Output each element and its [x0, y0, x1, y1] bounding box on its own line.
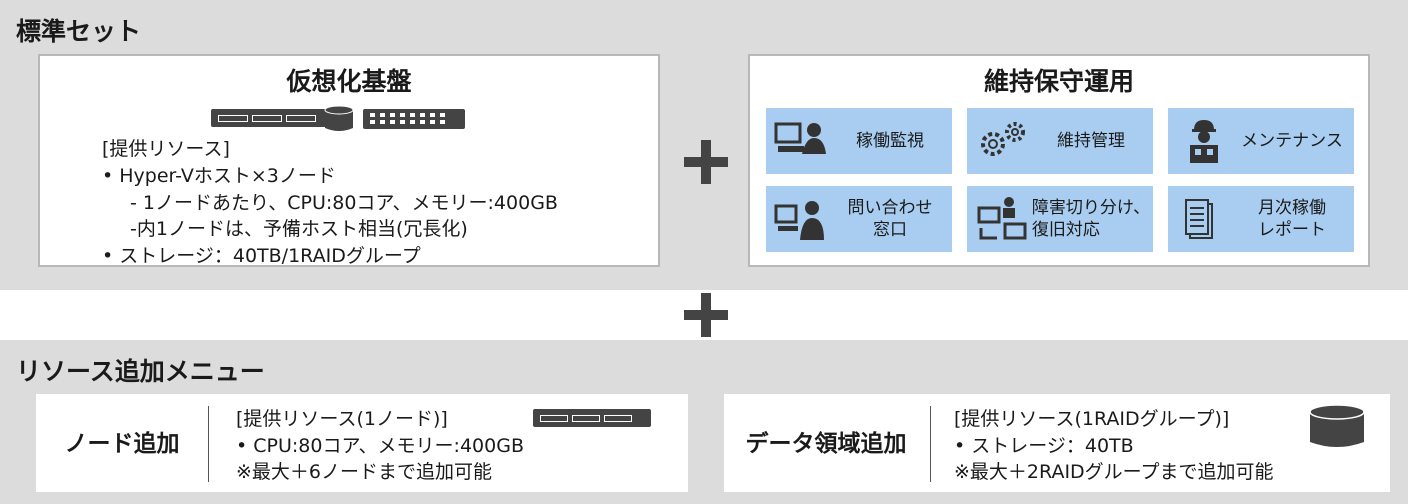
tile-monitoring: 稼働監視 — [766, 108, 952, 174]
per-node-spec-line: - 1ノードあたり、CPU:80コア、メモリー:400GB — [130, 192, 558, 214]
data-resource-header: [提供リソース(1RAIDグループ)] — [954, 408, 1230, 430]
resource-menu-title: リソース追加メニュー — [16, 357, 265, 386]
tile-label: メンテナンス — [1241, 131, 1343, 151]
standard-set-title: 標準セット — [16, 17, 142, 46]
monitoring-operator-icon — [774, 122, 826, 154]
operations-box: 維持保守運用 稼働監視 維持管理 メンテナンス — [748, 54, 1370, 267]
tile-label: 維持管理 — [1057, 131, 1125, 151]
data-add-box: データ領域追加 [提供リソース(1RAIDグループ)] • ストレージ：40TB… — [724, 394, 1390, 492]
storage-drum-icon — [1309, 404, 1365, 447]
divider — [208, 406, 209, 482]
maintenance-worker-icon — [1190, 120, 1218, 163]
node-add-title: ノード追加 — [64, 431, 180, 457]
data-add-title: データ領域追加 — [745, 431, 907, 457]
tile-monthly-report: 月次稼働 レポート — [1168, 186, 1354, 252]
tile-troubleshooting: 障害切り分け、 復旧対応 — [967, 186, 1153, 252]
spare-node-line: -内1ノードは、予備ホスト相当(冗長化) — [130, 218, 468, 240]
operations-title: 維持保守運用 — [983, 67, 1134, 96]
virtualization-title: 仮想化基盤 — [286, 67, 412, 96]
divider — [930, 406, 931, 482]
node-resource-header: [提供リソース(1ノード)] — [236, 408, 448, 430]
storage-line: • ストレージ：40TB/1RAIDグループ — [102, 245, 421, 267]
tile-label: 障害切り分け、 復旧対応 — [1031, 198, 1151, 240]
data-limit-note: ※最大＋2RAIDグループまで追加可能 — [954, 461, 1274, 483]
tile-label: 問い合わせ 窓口 — [847, 198, 933, 240]
helpdesk-operator-icon — [774, 201, 824, 240]
node-limit-note: ※最大＋6ノードまで追加可能 — [236, 461, 493, 483]
virtualization-box: 仮想化基盤 [提供リソース] • Hyper-Vホスト×3ノード - 1ノードあ… — [38, 54, 660, 267]
storage-drum-icon — [324, 105, 354, 131]
report-documents-icon — [1185, 199, 1213, 239]
plus-icon — [684, 140, 728, 184]
tile-label: 月次稼働 レポート — [1258, 198, 1326, 240]
troubleshooting-icon — [977, 197, 1027, 240]
plus-icon — [684, 293, 728, 337]
tile-label: 稼働監視 — [856, 131, 924, 151]
tile-maintenance: メンテナンス — [1168, 108, 1354, 174]
tile-helpdesk: 問い合わせ 窓口 — [766, 186, 952, 252]
resource-header: [提供リソース] — [102, 138, 230, 160]
hyperv-hosts-line: • Hyper-Vホスト×3ノード — [102, 165, 336, 187]
gears-icon — [981, 122, 1025, 156]
data-storage-line: • ストレージ：40TB — [954, 435, 1134, 457]
tile-maintenance-management: 維持管理 — [967, 108, 1153, 174]
node-cpu-memory-line: • CPU:80コア、メモリー:400GB — [236, 435, 524, 457]
node-add-box: ノード追加 [提供リソース(1ノード)] • CPU:80コア、メモリー:400… — [36, 394, 688, 492]
